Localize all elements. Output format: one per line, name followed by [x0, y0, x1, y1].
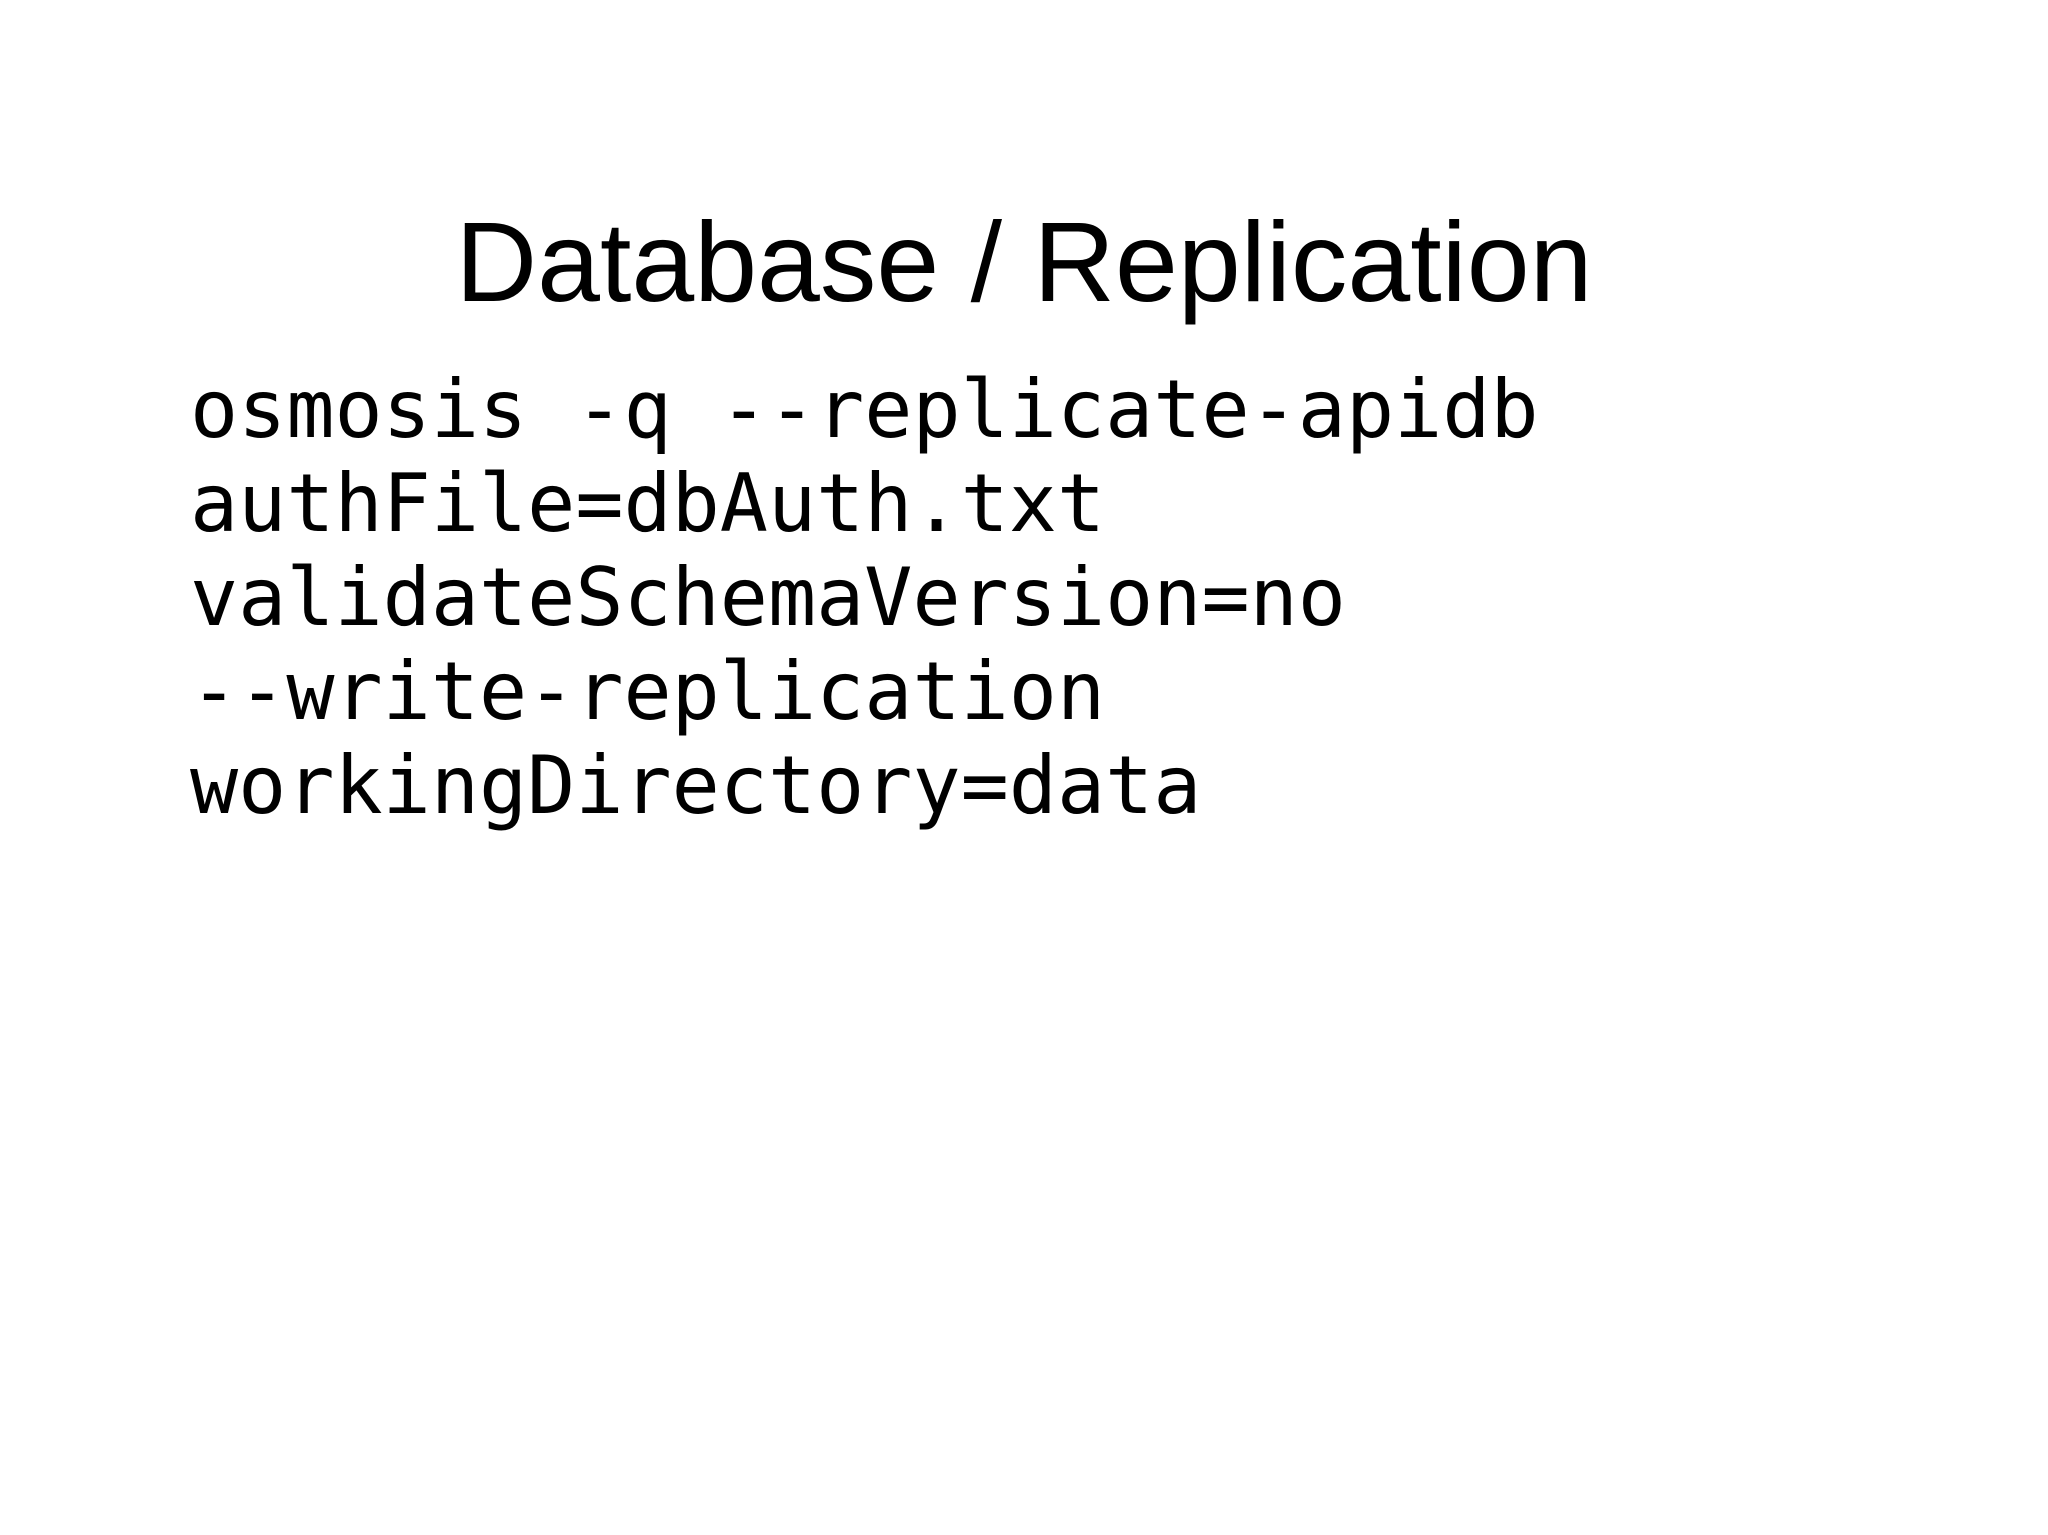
- code-line: osmosis -q --replicate-apidb: [190, 363, 1539, 456]
- code-line: workingDirectory=data: [190, 739, 1202, 832]
- code-line: authFile=dbAuth.txt: [190, 457, 1106, 550]
- code-line: validateSchemaVersion=no: [190, 551, 1346, 644]
- code-line: --write-replication: [190, 645, 1106, 738]
- slide-title: Database / Replication: [455, 198, 1593, 325]
